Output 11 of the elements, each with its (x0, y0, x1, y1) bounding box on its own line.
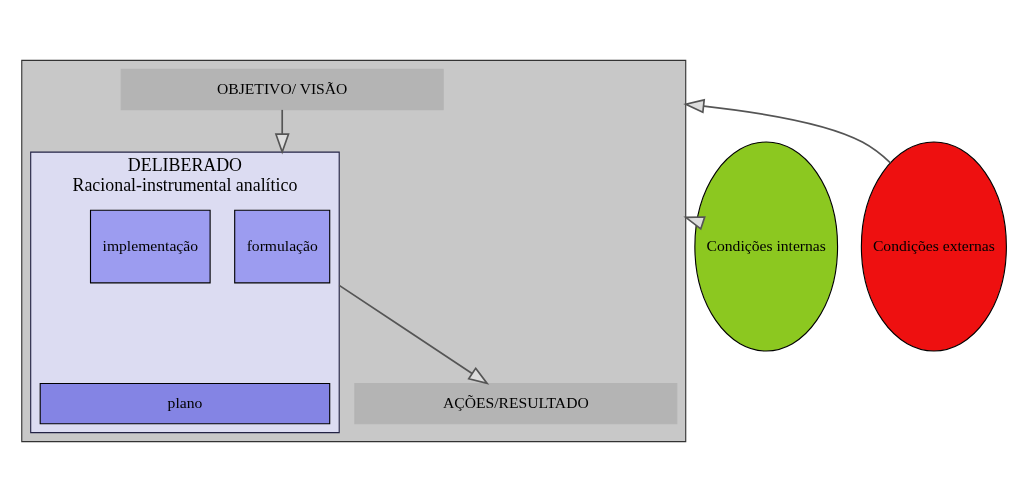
arrow (683, 98, 892, 164)
arrow (683, 215, 706, 230)
cluster (21, 59, 687, 442)
node-ellipse: Condições externas (860, 140, 1007, 352)
node-box: AÇÕES/RESULTADO (354, 382, 678, 424)
arrow (338, 284, 490, 385)
node-box: formulação (234, 209, 331, 283)
node-box: implementação (89, 209, 211, 283)
node-box: OBJETIVO/ VISÃO (120, 68, 444, 110)
node-box: plano (39, 382, 331, 424)
arrow (274, 108, 290, 155)
